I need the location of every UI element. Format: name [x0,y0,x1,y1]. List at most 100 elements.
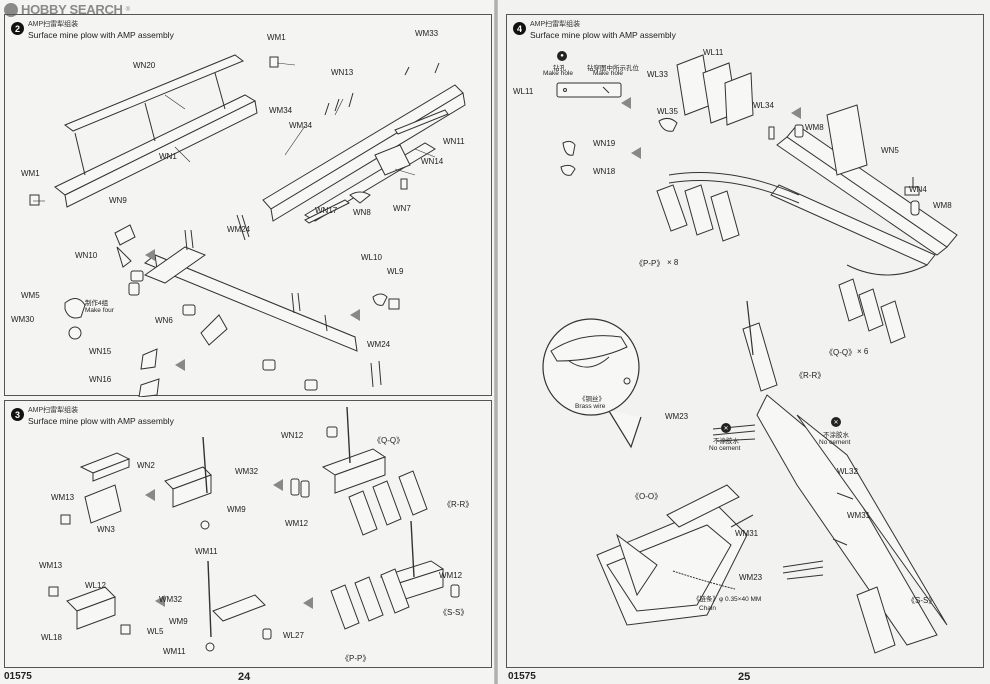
step3-label: WL12 [85,581,106,590]
no-cement-en: No cement [709,445,741,452]
no-cement-cn: 不涂胶水 [823,432,849,439]
step4-title-en: Surface mine plow with AMP assembly [530,30,676,40]
step4-label: WL34 [753,101,774,110]
watermark-logo-icon [4,2,18,17]
step4-ref: × 6 [857,347,869,356]
step2-note-en: Make four [85,307,114,314]
right-page: 4 AMP扫雷犁组装 Surface mine plow with AMP as… [498,0,990,684]
step2-label: WN17 [315,206,338,215]
step2-number: 2 [11,22,24,35]
step3-title-cn: AMP扫雷犁组装 [28,407,79,414]
step4-ref: 《R-R》 [795,371,826,380]
step4-label: WL35 [657,107,678,116]
step4-label: WM31 [847,511,871,520]
step4-label: WN5 [881,146,899,155]
step2-label: WM24 [367,340,391,349]
step2-label: WM1 [21,169,40,178]
step4-label: WM23 [665,412,689,421]
step3-label: WN3 [97,525,115,534]
step3-label: WN2 [137,461,155,470]
step4-ref: 《P-P》 [635,259,665,268]
step3-header: 3 AMP扫雷犁组装 Surface mine plow with AMP as… [11,406,174,426]
step4-label: WM31 [735,529,759,538]
no-cement-cn: 不涂胶水 [713,438,739,445]
step4-ref: 《Q-Q》 [825,348,857,357]
chain-cn: 《链条》φ 0.35×40 MM [693,596,762,603]
step3-ref: 《S-S》 [439,608,469,617]
step2-label: WM24 [227,225,251,234]
step2-label: WN13 [331,68,354,77]
watermark: HOBBY SEARCH ® [4,2,130,17]
step3-ref: 《R-R》 [443,500,474,509]
step4-ref: 《S-S》 [907,596,937,605]
step4-label: WN19 [593,139,616,148]
step4-ref: 《O-O》 [631,492,663,501]
step4-ref: × 8 [667,258,679,267]
step4-header: 4 AMP扫雷犁组装 Surface mine plow with AMP as… [513,20,676,40]
step2-label: WN9 [109,196,127,205]
step2-label: WN16 [89,375,112,384]
drill-cn: 钻孔 [553,65,566,72]
step4-title-cn: AMP扫雷犁组装 [530,21,581,28]
step3-ref: 《Q-Q》 [373,436,405,445]
step2-label: WL9 [387,267,404,276]
step3-label: WM11 [195,547,218,556]
step2-label: WM34 [289,121,313,130]
left-page: HOBBY SEARCH ® 2 AMP扫雷犁组装 Surface mine p… [0,0,494,684]
hole-en: Make hole [593,70,623,77]
step2-label: WN20 [133,61,156,70]
step3-label: WM9 [169,617,188,626]
step3-label: WM11 [163,647,186,656]
step2-label: WM1 [267,33,286,42]
step3-label: WM32 [159,595,183,604]
step2-label: WN10 [75,251,98,260]
no-cement-icon: ✕ [831,417,841,427]
step3-label: WM32 [235,467,259,476]
step2-label: WN8 [353,208,371,217]
step2-label: WM30 [11,315,35,324]
step4-label: WN4 [909,185,927,194]
step3-title-en: Surface mine plow with AMP assembly [28,416,174,426]
step2-header: 2 AMP扫雷犁组装 Surface mine plow with AMP as… [11,20,174,40]
step3-label: WM12 [439,571,463,580]
step4-label: WN18 [593,167,616,176]
step3-ref: 《P-P》 [341,654,371,663]
watermark-reg: ® [125,6,131,13]
step3-diagram [5,401,493,669]
step3-label: WM13 [39,561,63,570]
brass-wire-en: Brass wire [575,403,606,410]
step2-title-cn: AMP扫雷犁组装 [28,21,79,28]
step3-label: WL5 [147,627,164,636]
drill-en: Make hole [543,70,573,77]
step3-label: WM12 [285,519,309,528]
page-number: 24 [238,671,251,683]
chain-en: Chain [699,605,716,612]
step3-label: WM13 [51,493,75,502]
step2-label: WM5 [21,291,40,300]
step2-diagram [5,15,493,397]
step4-label: WM23 [739,573,763,582]
hole-cn: 钻穿图中所示孔位 [587,65,639,72]
brass-wire-cn: 《铜丝》 [579,396,605,403]
step4-label: WM8 [933,201,952,210]
step2-label: WN1 [159,152,177,161]
step4-label: WL11 [513,87,534,96]
step4-label: WM8 [805,123,824,132]
step4-label: WL11 [703,48,724,57]
page-number: 25 [738,671,751,683]
step3-number: 3 [11,408,24,421]
step2-label: WL10 [361,253,382,262]
step2-label: WM33 [415,29,439,38]
step3-label: WL27 [283,631,304,640]
step4-label: WL32 [837,467,858,476]
step2-label: WN7 [393,204,411,213]
book-gutter [494,0,498,684]
step3-label: WL18 [41,633,62,642]
footer-code: 01575 [4,671,32,682]
step4-panel: 4 AMP扫雷犁组装 Surface mine plow with AMP as… [506,14,984,668]
no-cement-en: No cement [819,439,851,446]
step2-title-en: Surface mine plow with AMP assembly [28,30,174,40]
step3-label: WN12 [281,431,304,440]
step4-diagram [507,15,985,669]
step2-label: WN11 [443,137,465,146]
